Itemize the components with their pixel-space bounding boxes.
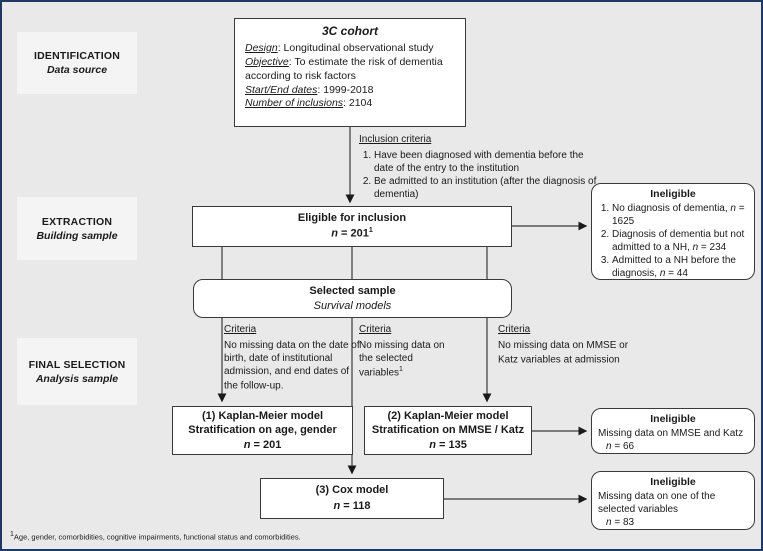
n-value: = 201	[337, 227, 369, 240]
inclusion-title: Inclusion criteria	[359, 134, 432, 145]
footnote-text: Age, gender, comorbidities, cognitive im…	[13, 532, 301, 542]
field-value: : To estimate the risk of dementia accor…	[245, 55, 443, 82]
criteria-body: No missing data on the date of birth, da…	[224, 340, 360, 392]
ineligible-box-3: Ineligible Missing data on one of the se…	[591, 471, 755, 530]
field-value: : 2104	[343, 97, 373, 110]
stage-label-identification: IDENTIFICATION Data source	[17, 32, 137, 94]
ineligible-text: Missing data on one of the selected vari…	[598, 490, 716, 515]
ineligible-title: Ineligible	[650, 188, 696, 200]
inclusion-item: Be admitted to an institution (after the…	[374, 175, 597, 201]
model-n: n = 201	[244, 438, 282, 452]
selected-sample-box: Selected sample Survival models	[193, 279, 512, 318]
inclusion-criteria-note: Inclusion criteria Have been diagnosed w…	[359, 133, 597, 201]
n-value: = 44	[665, 267, 688, 279]
criteria-text: No missing data on MMSE or Katz variable…	[498, 339, 646, 366]
ineligible-text: Missing data on MMSE and Katz	[598, 427, 744, 439]
stage-title: EXTRACTION	[41, 215, 113, 228]
n-symbol: n	[692, 241, 699, 253]
stage-title: FINAL SELECTION	[28, 358, 126, 371]
n-value: = 1625	[612, 202, 745, 227]
model-subtitle: Stratification on age, gender	[188, 424, 337, 437]
n-symbol: n	[606, 440, 612, 452]
criteria-note-3: Criteria No missing data on MMSE or Katz…	[498, 323, 646, 366]
model-subtitle: Stratification on MMSE / Katz	[371, 424, 525, 437]
item-text: Diagnosis of dementia but not admitted t…	[612, 228, 745, 253]
item-text: No diagnosis of dementia,	[612, 202, 731, 214]
ineligible-title: Ineligible	[650, 413, 696, 425]
ineligible-item: No diagnosis of dementia, n = 1625	[612, 202, 748, 228]
criteria-title: Criteria	[224, 324, 257, 335]
stage-title: IDENTIFICATION	[33, 50, 120, 62]
field-value: : 1999-2018	[317, 83, 374, 96]
eligible-title: Eligible for inclusion	[297, 212, 407, 225]
field-label: Start/End dates	[245, 83, 318, 96]
model-box-kaplan-meier-1: (1) Kaplan-Meier model Stratification on…	[172, 406, 353, 455]
model-n: n = 118	[333, 499, 370, 513]
footnote-marker: 1	[368, 227, 373, 235]
eligible-box: Eligible for inclusion n = 2011	[192, 206, 512, 247]
model-n: n = 135	[429, 438, 467, 452]
item-text: Admitted to a NH before the diagnosis,	[612, 254, 736, 279]
n-symbol: n	[333, 500, 341, 513]
stage-subtitle: Building sample	[36, 229, 118, 242]
n-value: = 234	[698, 241, 727, 253]
model-box-kaplan-meier-2: (2) Kaplan-Meier model Stratification on…	[364, 406, 532, 455]
ineligible-item: Diagnosis of dementia but not admitted t…	[612, 228, 748, 254]
field-label: Number of inclusions	[245, 97, 344, 110]
n-symbol: n	[243, 438, 251, 451]
ineligible-n: n = 66	[598, 440, 748, 453]
n-value: = 201	[250, 438, 282, 451]
selected-subtitle: Survival models	[313, 299, 392, 312]
model-title: (1) Kaplan-Meier model	[201, 410, 324, 423]
inclusion-list: Have been diagnosed with dementia before…	[359, 149, 597, 201]
n-symbol: n	[429, 438, 436, 451]
criteria-body: No missing data on the selected variable…	[359, 340, 445, 379]
n-value: = 83	[611, 516, 635, 528]
model-title: (3) Cox model	[315, 484, 389, 497]
n-symbol: n	[331, 227, 338, 240]
cohort-field-design: Design: Longitudinal observational study	[245, 42, 455, 56]
criteria-body: No missing data on MMSE or Katz variable…	[498, 340, 629, 366]
ineligible-box-1: Ineligible No diagnosis of dementia, n =…	[591, 183, 755, 280]
criteria-text: No missing data on the selected variable…	[359, 339, 459, 379]
inclusion-item: Have been diagnosed with dementia before…	[374, 149, 597, 175]
selected-title: Selected sample	[309, 285, 396, 298]
cohort-field-dates: Start/End dates: 1999-2018	[245, 84, 455, 98]
ineligible-list: No diagnosis of dementia, n = 1625 Diagn…	[598, 202, 748, 280]
stage-label-final-selection: FINAL SELECTION Analysis sample	[17, 338, 137, 405]
cohort-title: 3C cohort	[321, 24, 378, 38]
eligible-n: n = 2011	[331, 226, 373, 242]
stage-label-extraction: EXTRACTION Building sample	[17, 197, 137, 260]
stage-subtitle: Data source	[46, 64, 108, 76]
criteria-title: Criteria	[359, 324, 392, 335]
n-value: = 135	[435, 438, 467, 451]
footnote-marker: 1	[399, 366, 403, 373]
footnote: 1Age, gender, comorbidities, cognitive i…	[10, 531, 301, 542]
criteria-note-1: Criteria No missing data on the date of …	[224, 323, 364, 392]
criteria-text: No missing data on the date of birth, da…	[224, 339, 364, 392]
field-label: Objective	[245, 55, 289, 68]
model-box-cox: (3) Cox model n = 118	[260, 478, 444, 519]
n-symbol: n	[606, 516, 612, 528]
n-symbol: n	[730, 202, 736, 214]
n-value: = 118	[340, 500, 371, 513]
ineligible-title: Ineligible	[650, 476, 696, 488]
ineligible-n: n = 83	[598, 516, 748, 529]
footnote-marker: 1	[10, 531, 14, 538]
n-symbol: n	[659, 267, 666, 279]
field-value: : Longitudinal observational study	[277, 42, 434, 54]
cohort-field-objective: Objective: To estimate the risk of demen…	[245, 56, 455, 84]
model-title: (2) Kaplan-Meier model	[387, 410, 509, 423]
stage-subtitle: Analysis sample	[35, 372, 119, 385]
cohort-box: 3C cohort Design: Longitudinal observati…	[234, 18, 466, 127]
cohort-field-inclusions: Number of inclusions: 2104	[245, 97, 455, 111]
n-value: = 66	[611, 440, 635, 452]
ineligible-item: Admitted to a NH before the diagnosis, n…	[612, 254, 748, 280]
field-label: Design	[245, 42, 278, 54]
criteria-note-2: Criteria No missing data on the selected…	[359, 323, 459, 379]
ineligible-box-2: Ineligible Missing data on MMSE and Katz…	[591, 408, 755, 454]
criteria-title: Criteria	[498, 324, 531, 335]
